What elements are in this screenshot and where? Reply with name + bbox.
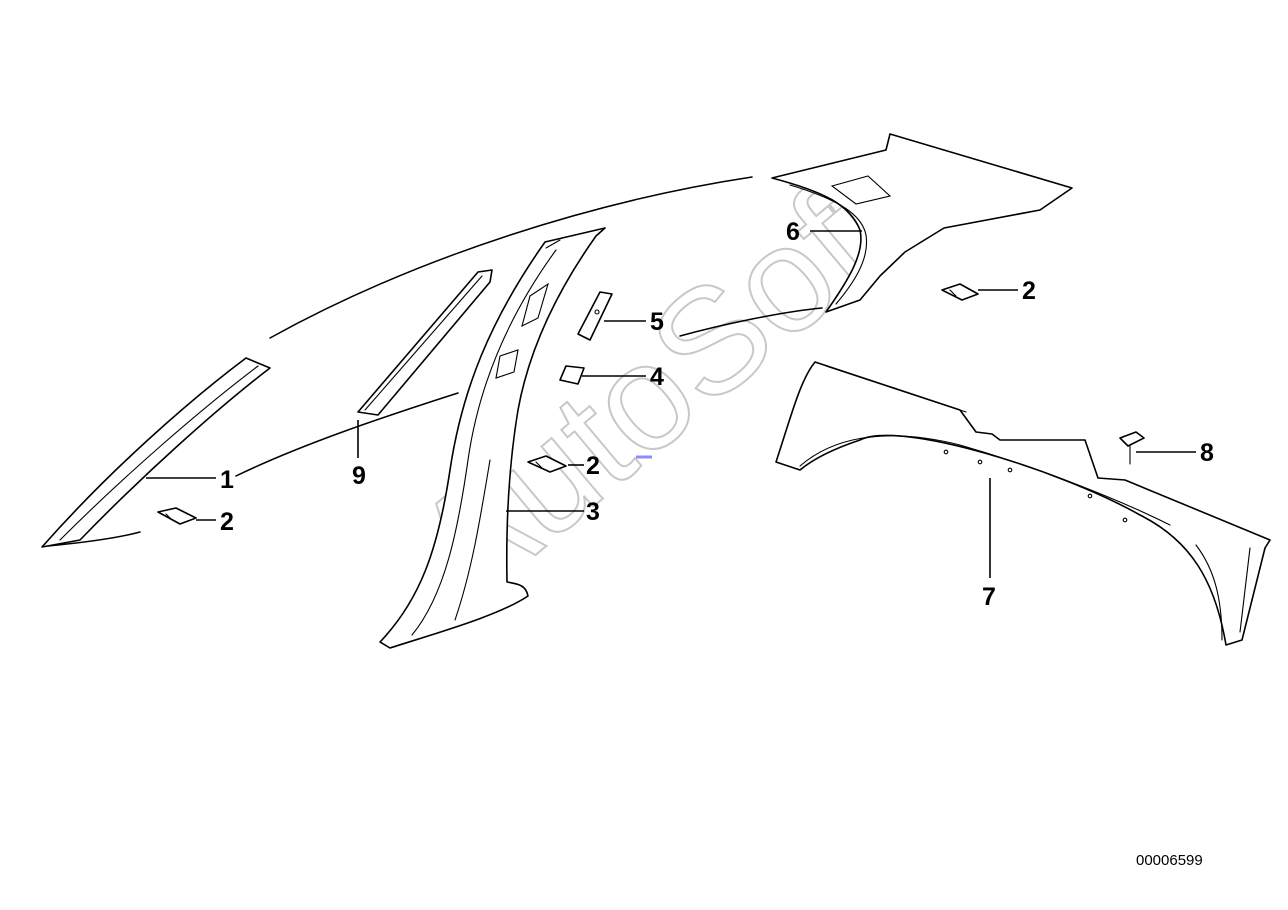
roof-outline xyxy=(47,176,823,547)
callout-5: 5 xyxy=(650,308,664,336)
headliner[interactable] xyxy=(771,133,1073,313)
callout-3: 3 xyxy=(586,498,600,526)
callout-2-left: 2 xyxy=(220,508,234,536)
clip-right-part[interactable] xyxy=(941,283,979,301)
cover-bracket[interactable] xyxy=(577,291,613,341)
rear-side-trim[interactable] xyxy=(775,361,1271,646)
callout-6: 6 xyxy=(786,218,800,246)
push-rivet[interactable] xyxy=(1119,431,1145,465)
roof-line xyxy=(269,176,753,339)
leader-lines xyxy=(146,230,1196,578)
window-line-right xyxy=(679,307,823,337)
a-pillar-trim[interactable] xyxy=(41,357,271,548)
callout-4: 4 xyxy=(650,363,664,391)
callout-2-mid: 2 xyxy=(586,452,600,480)
cover-small[interactable] xyxy=(559,365,585,385)
diagram-id: 00006599 xyxy=(1136,852,1203,869)
callout-1: 1 xyxy=(220,466,234,494)
callout-7: 7 xyxy=(982,583,996,611)
callout-9: 9 xyxy=(352,462,366,490)
door-line-left xyxy=(47,531,141,547)
callouts: 1 2 2 2 3 4 5 6 7 8 9 xyxy=(220,218,1214,611)
b-pillar-trim[interactable] xyxy=(379,227,606,649)
callout-8: 8 xyxy=(1200,439,1214,467)
window-line-left xyxy=(235,392,459,477)
clip-mid-part[interactable] xyxy=(527,455,567,473)
clip-left-part[interactable] xyxy=(157,507,197,525)
callout-2-right: 2 xyxy=(1022,277,1036,305)
seal-strip[interactable] xyxy=(357,269,493,416)
